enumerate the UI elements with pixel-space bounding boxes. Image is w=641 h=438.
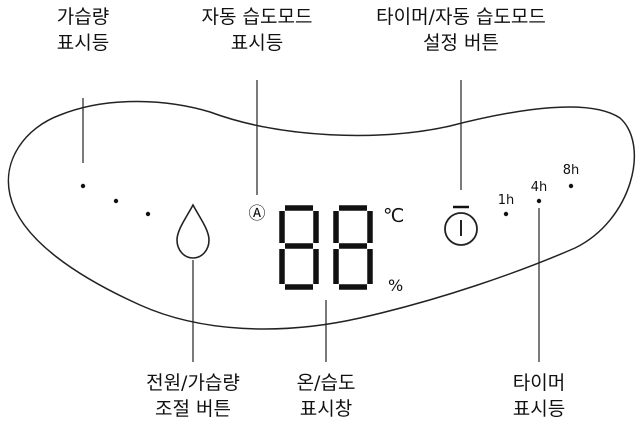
- auto-symbol: Ⓐ: [249, 204, 266, 224]
- timer-8h-label: 8h: [563, 163, 580, 178]
- humidity-dot-2: [113, 198, 119, 204]
- water-drop-icon[interactable]: [176, 203, 210, 259]
- auto-mode-indicator-label: 자동 습도모드 표시등: [201, 6, 313, 54]
- timer-auto-button-label: 타이머/자동 습도모드 설정 버튼: [376, 6, 546, 54]
- humidity-dot-3: [145, 211, 151, 217]
- timer-4h-label: 4h: [531, 180, 548, 195]
- power-button-label: 전원/가습량 조절 버튼: [146, 372, 240, 420]
- display-window-label: 온/습도 표시창: [296, 372, 356, 420]
- percent-unit: %: [388, 276, 403, 295]
- panel-outline: [7, 100, 635, 330]
- timer-1h-dot: [503, 211, 509, 217]
- seven-segment-display: [279, 205, 373, 290]
- timer-1h-label: 1h: [498, 193, 515, 208]
- humidification-indicator-label: 가습량 표시등: [56, 6, 110, 54]
- digit-2: [333, 205, 373, 290]
- humidity-dot-1: [80, 183, 86, 189]
- timer-indicator-label: 타이머 표시등: [512, 372, 566, 420]
- timer-4h-dot: [536, 198, 542, 204]
- digit-1: [279, 205, 319, 290]
- celsius-unit: ℃: [383, 205, 404, 227]
- timer-8h-dot: [568, 183, 574, 189]
- timer-button-icon[interactable]: [444, 205, 478, 246]
